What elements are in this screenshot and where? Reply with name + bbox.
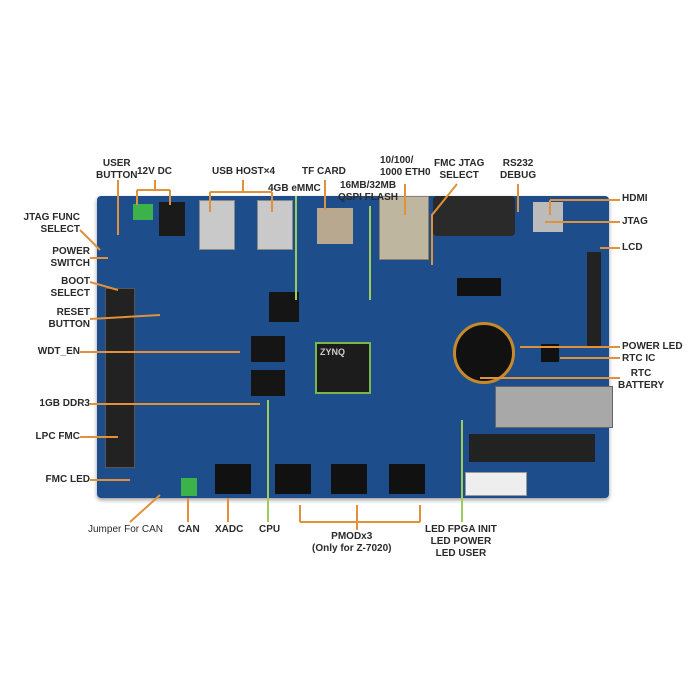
fmc-connector-left xyxy=(105,288,135,468)
emmc-chip xyxy=(269,292,299,322)
label-emmc: 4GB eMMC xyxy=(268,183,321,194)
label-ddr3: 1GB DDR3 xyxy=(39,398,90,409)
usb-port-1 xyxy=(199,200,235,250)
label-cpu: CPU xyxy=(259,524,281,535)
label-rtc-ic: RTC IC xyxy=(622,353,656,364)
can-terminal xyxy=(133,204,153,220)
usb-port-2 xyxy=(257,200,293,250)
label-12v-dc: 12V DC xyxy=(137,166,173,177)
label-wdt-en: WDT_EN xyxy=(37,346,80,357)
label-usb-host: USB HOST×4 xyxy=(212,166,276,177)
pcie-slot xyxy=(469,434,595,462)
label-jtag: JTAG xyxy=(622,216,648,227)
label-jumper-for-can: Jumper For CAN xyxy=(88,524,164,535)
lcd-connector xyxy=(587,252,601,348)
rtc-battery-holder xyxy=(453,322,515,384)
ddr3-chip-2 xyxy=(251,370,285,396)
label-can: CAN xyxy=(178,524,200,535)
hdmi-port xyxy=(533,202,563,232)
zynq-cpu: ZYNQ xyxy=(315,342,371,394)
label-hdmi: HDMI xyxy=(622,193,648,204)
rtc-ic xyxy=(541,344,559,362)
label-lcd: LCD xyxy=(622,242,643,253)
label-tf-card: TF CARD xyxy=(302,166,346,177)
pmod-header-3 xyxy=(389,464,425,494)
sfp-cage xyxy=(495,386,613,428)
label-xadc: XADC xyxy=(215,524,244,535)
ethernet-port xyxy=(379,196,429,260)
power-molex xyxy=(465,472,527,496)
pmod-header-2 xyxy=(331,464,367,494)
tf-card-slot xyxy=(317,208,353,244)
pmod-header-1 xyxy=(275,464,311,494)
label-fmc-led: FMC LED xyxy=(45,474,90,485)
label-pmod: PMODx3(Only for Z-7020) xyxy=(312,531,392,554)
pcb-board: ZYNQ xyxy=(97,196,613,498)
label-power-led: POWER LED xyxy=(622,341,683,352)
can-connector xyxy=(181,478,197,496)
rs232-connector xyxy=(433,196,515,236)
label-lpc-fmc: LPC FMC xyxy=(35,431,80,442)
ddr3-chip-1 xyxy=(251,336,285,362)
label-ethernet: 10/100/1000 ETH0 xyxy=(380,155,431,178)
dc-jack xyxy=(159,202,185,236)
jtag-header xyxy=(457,278,501,296)
xadc-header xyxy=(215,464,251,494)
cpu-marking: ZYNQ xyxy=(320,347,346,357)
